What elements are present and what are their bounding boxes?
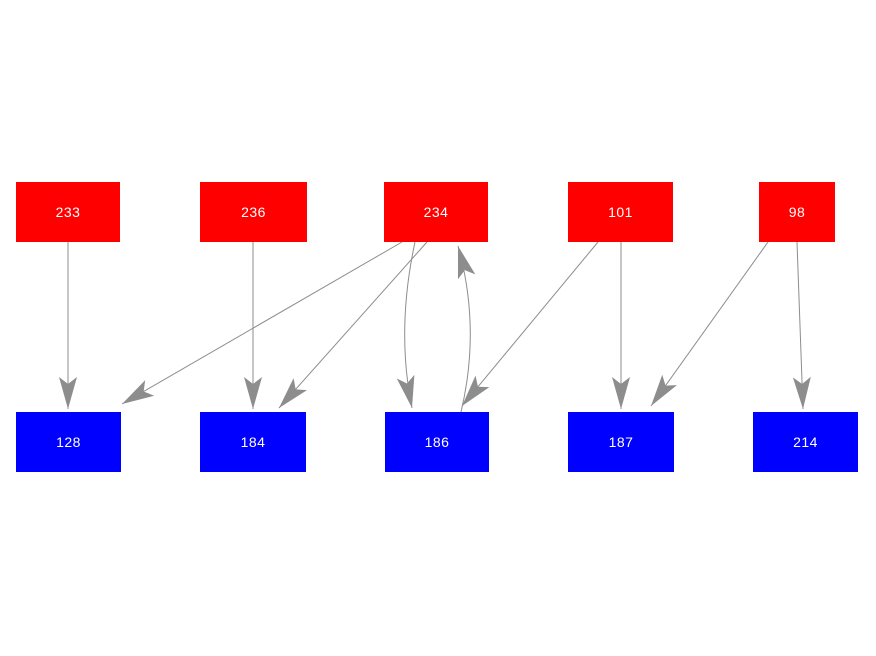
node-236: 236: [200, 182, 307, 242]
node-233: 233: [16, 182, 120, 242]
node-98: 98: [759, 182, 835, 242]
node-label: 186: [424, 434, 450, 450]
node-184: 184: [200, 412, 306, 472]
edge-234-184: [278, 241, 428, 409]
node-label: 236: [241, 204, 266, 220]
edge-186-234: [457, 245, 476, 413]
node-label: 234: [423, 204, 449, 220]
edge-234-186: [396, 241, 416, 409]
node-101: 101: [568, 182, 673, 242]
node-label: 184: [240, 434, 266, 450]
edge-101-186: [461, 241, 599, 407]
edge-98-214: [792, 241, 811, 410]
node-label: 233: [55, 204, 81, 220]
node-label: 128: [56, 434, 81, 450]
edge-98-187: [650, 241, 769, 407]
node-128: 128: [16, 412, 121, 472]
node-label: 187: [608, 434, 634, 450]
node-214: 214: [753, 412, 858, 472]
edge-234-128: [121, 241, 403, 405]
edge-group: [59, 241, 811, 413]
node-label: 101: [608, 204, 633, 220]
node-186: 186: [385, 412, 489, 472]
node-234: 234: [384, 182, 488, 242]
node-187: 187: [568, 412, 674, 472]
node-label: 98: [788, 204, 806, 220]
node-label: 214: [793, 434, 818, 450]
